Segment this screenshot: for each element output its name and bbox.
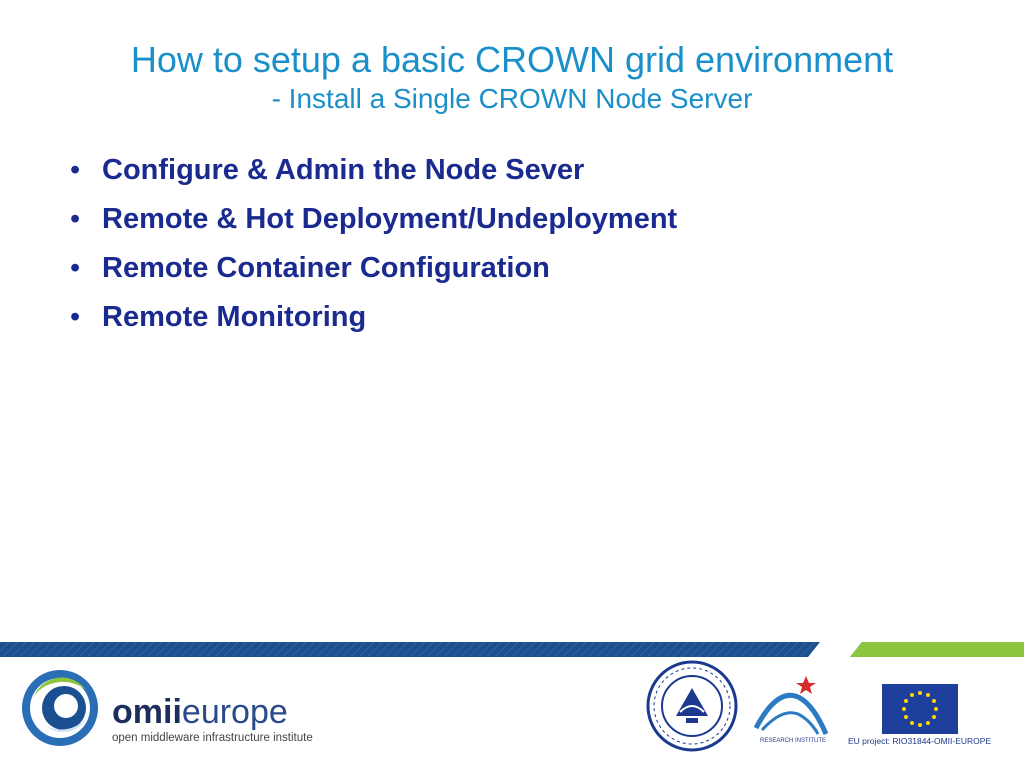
research-institute-label: RESEARCH INSTITUTE (760, 738, 827, 744)
eu-project-label: EU project: RIO31844-OMII-EUROPE (848, 736, 992, 746)
bullet-text: Configure & Admin the Node Sever (102, 154, 585, 186)
omii-brand-text: omiieurope (112, 694, 288, 730)
slide-title: How to setup a basic CROWN grid environm… (130, 39, 894, 80)
bullet-text: Remote & Hot Deployment/Undeployment (102, 203, 678, 235)
footer-band (0, 642, 1024, 657)
bullet-text: Remote Container Configuration (102, 252, 550, 284)
bullet-item: • Remote Monitoring (70, 295, 677, 344)
omii-brand-light: europe (181, 693, 288, 731)
research-institute-logo-icon (753, 676, 829, 735)
omii-brand-bold: omii (112, 693, 182, 731)
bullet-dot-icon: • (70, 301, 81, 333)
eu-flag-icon (882, 684, 958, 734)
omii-globe-icon (22, 670, 98, 746)
bullet-item: • Configure & Admin the Node Sever (70, 148, 677, 197)
bullet-list: • Configure & Admin the Node Sever • Remot… (70, 148, 677, 344)
bullet-text: Remote Monitoring (102, 301, 367, 333)
omii-tagline: open middleware infrastructure institute (112, 732, 313, 744)
bullet-dot-icon: • (70, 252, 81, 284)
bullet-dot-icon: • (70, 154, 81, 186)
omii-europe-logo: omiieurope open middleware infrastructur… (20, 666, 330, 756)
bullet-item: • Remote & Hot Deployment/Undeployment (70, 197, 677, 246)
bullet-dot-icon: • (70, 203, 81, 235)
beihang-university-seal-icon (646, 660, 738, 752)
slide-subtitle: - Install a Single CROWN Node Server (271, 83, 753, 114)
bullet-item: • Remote Container Configuration (70, 246, 677, 295)
slide-title-block: How to setup a basic CROWN grid environm… (0, 38, 1024, 116)
